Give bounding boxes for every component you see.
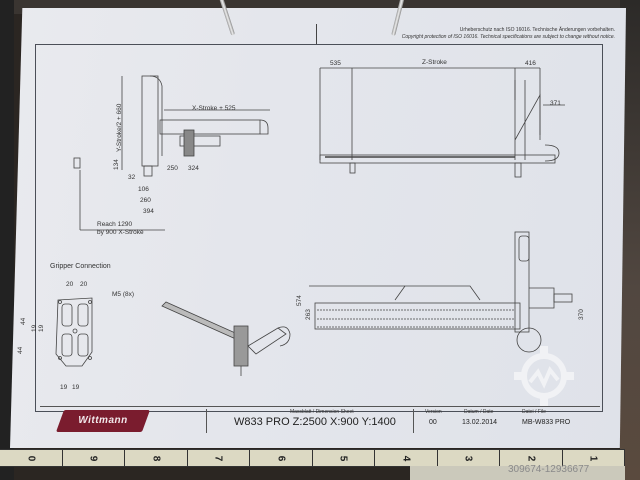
top-view-dim-263: 263 bbox=[305, 309, 312, 320]
dimension-106: 106 bbox=[138, 186, 149, 193]
title-block-divider-1 bbox=[206, 409, 207, 433]
ruler-cell: 8 bbox=[125, 450, 188, 466]
top-view-dim-574: 574 bbox=[296, 295, 303, 306]
title-block-divider-2 bbox=[413, 409, 414, 433]
dimension-416: 416 bbox=[525, 60, 536, 67]
gripper-thread-label: M5 (8x) bbox=[112, 291, 135, 298]
wittmann-logo: Wittmann bbox=[55, 410, 151, 432]
ruler-strip: 0 9 8 7 6 5 4 3 2 1 bbox=[0, 449, 625, 467]
version-value: 00 bbox=[429, 419, 437, 426]
side-view-drawing bbox=[73, 75, 270, 231]
ruler-backing bbox=[410, 466, 625, 480]
dimension-134: 134 bbox=[113, 159, 120, 170]
gripper-dim-left-19b: 19 bbox=[38, 324, 45, 332]
version-label: Version bbox=[425, 409, 442, 415]
ruler-cell: 5 bbox=[313, 450, 375, 466]
gripper-dim-left-19a: 19 bbox=[31, 324, 38, 332]
file-label: Datei / File bbox=[522, 409, 546, 415]
dimension-324: 324 bbox=[188, 165, 199, 172]
dimension-250: 250 bbox=[167, 165, 178, 172]
isometric-view-drawing bbox=[161, 301, 291, 376]
background-right bbox=[620, 0, 640, 480]
reach-label-line1: Reach 1290 bbox=[97, 221, 133, 228]
front-view-drawing bbox=[319, 67, 565, 178]
ruler-cell: 6 bbox=[250, 450, 313, 466]
dimension-260: 260 bbox=[140, 197, 151, 204]
ruler-cell: 4 bbox=[375, 450, 438, 466]
background-left bbox=[0, 0, 14, 480]
copyright-notice: Urheberschutz nach ISO 16016. Technische… bbox=[355, 27, 615, 41]
copyright-german: Urheberschutz nach ISO 16016. Technische… bbox=[459, 27, 615, 33]
title-block: Wittmann Massblatt / Dimension Sheet W83… bbox=[40, 406, 600, 435]
z-stroke-dimension: Z-Stroke bbox=[422, 59, 447, 66]
dimension-32: 32 bbox=[128, 174, 136, 181]
date-value: 13.02.2014 bbox=[462, 419, 498, 426]
gripper-dim-top-left: 20 bbox=[66, 281, 74, 288]
dimension-371: 371 bbox=[550, 100, 561, 107]
drawing-frame bbox=[35, 44, 603, 412]
gripper-dim-top-right: 20 bbox=[80, 281, 88, 288]
x-stroke-dimension: X-Stroke + 525 bbox=[192, 105, 236, 112]
gear-watermark-icon bbox=[514, 346, 574, 406]
gripper-plate-drawing bbox=[55, 297, 93, 367]
logo-text: Wittmann bbox=[78, 415, 128, 426]
dimension-535: 535 bbox=[330, 60, 341, 67]
sheet-title: W833 PRO Z:2500 X:900 Y:1400 bbox=[234, 416, 396, 428]
file-value: MB-W833 PRO bbox=[522, 419, 571, 426]
gripper-dim-bottom-left: 19 bbox=[60, 384, 68, 391]
listing-id-watermark: 309674-12936677 bbox=[508, 464, 590, 475]
top-view-dim-370: 370 bbox=[578, 309, 585, 320]
dimension-394: 394 bbox=[143, 208, 154, 215]
top-view-drawing bbox=[309, 231, 573, 353]
sheet-label: Massblatt / Dimension Sheet bbox=[290, 409, 354, 415]
header-divider bbox=[316, 24, 317, 44]
ruler-cell: 7 bbox=[188, 450, 250, 466]
ruler-cell: 1 bbox=[563, 450, 625, 466]
copyright-english: Copyright protection of ISO 16016. Techn… bbox=[401, 34, 615, 40]
reach-label-line2: by 900 X-Stroke bbox=[97, 229, 144, 236]
ruler-cell: 0 bbox=[0, 450, 63, 466]
date-label: Datum / Date bbox=[464, 409, 494, 415]
gripper-dim-bottom-right: 19 bbox=[72, 384, 80, 391]
ruler-cell: 2 bbox=[500, 450, 563, 466]
gripper-connection-title: Gripper Connection bbox=[50, 263, 111, 270]
gripper-dim-left-44b: 44 bbox=[17, 346, 24, 354]
ruler-cell: 3 bbox=[438, 450, 500, 466]
y-stroke-dimension: Y-Stroke/2 + 660 bbox=[116, 103, 123, 152]
ruler-cell: 9 bbox=[63, 450, 125, 466]
gripper-dim-left-44a: 44 bbox=[20, 317, 27, 325]
